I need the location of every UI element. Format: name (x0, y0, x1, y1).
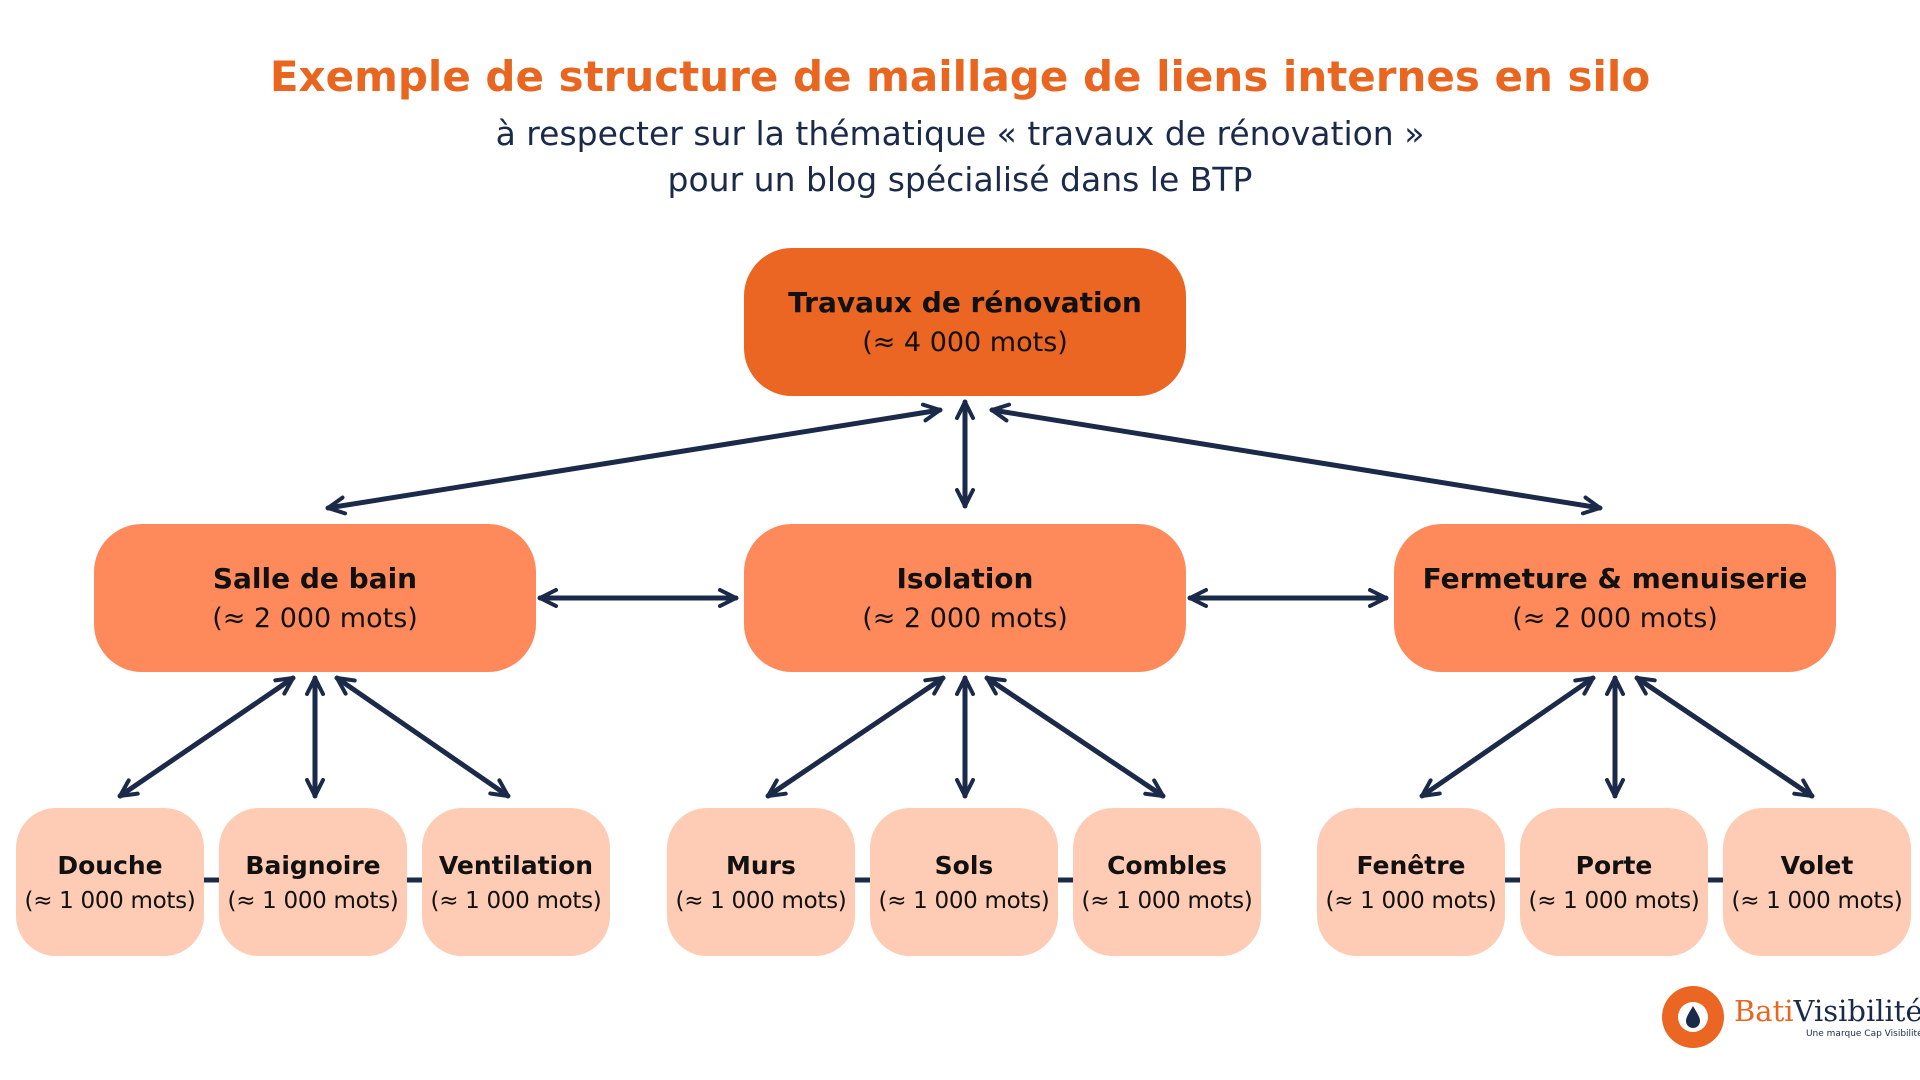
node-combles: Combles (≈ 1 000 mots) (1073, 808, 1261, 956)
node-fenetre: Fenêtre (≈ 1 000 mots) (1317, 808, 1505, 956)
node-name: Murs (726, 850, 796, 880)
node-name: Ventilation (438, 850, 594, 880)
diagram-subtitle-line-1: à respecter sur la thématique « travaux … (495, 114, 1425, 153)
node-word-count: (≈ 1 000 mots) (227, 887, 399, 914)
arrow-fermeture-volet (1634, 675, 1815, 799)
node-volet: Volet (≈ 1 000 mots) (1723, 808, 1911, 956)
brand-name-part-2: Visibilité (1793, 994, 1920, 1028)
diagram-subtitle-line-2: pour un blog spécialisé dans le BTP (667, 160, 1253, 199)
node-word-count: (≈ 2 000 mots) (212, 603, 418, 634)
brand-name-part-1: Bati (1734, 994, 1794, 1028)
arrow-salle-de-bain-douche (117, 675, 296, 799)
node-travaux-de-renovation: Travaux de rénovation (≈ 4 000 mots) (744, 248, 1186, 396)
node-word-count: (≈ 1 000 mots) (24, 887, 196, 914)
node-word-count: (≈ 1 000 mots) (1325, 887, 1497, 914)
brand-name: BatiVisibilité (1734, 995, 1920, 1027)
node-word-count: (≈ 1 000 mots) (675, 887, 847, 914)
node-name: Fenêtre (1356, 850, 1466, 880)
node-name: Douche (57, 850, 163, 880)
node-word-count: (≈ 2 000 mots) (1512, 603, 1718, 634)
node-word-count: (≈ 1 000 mots) (1081, 887, 1253, 914)
arrow-salle-de-bain-ventilation (334, 675, 511, 799)
node-name: Isolation (896, 562, 1034, 595)
node-ventilation: Ventilation (≈ 1 000 mots) (422, 808, 610, 956)
node-douche: Douche (≈ 1 000 mots) (16, 808, 204, 956)
node-name: Volet (1780, 850, 1854, 880)
node-name: Combles (1107, 850, 1227, 880)
brand-logo: BatiVisibilité Une marque Cap Visibilité (1662, 986, 1920, 1048)
arrow-isolation-murs (765, 675, 946, 799)
arrow-fermeture-fenetre (1419, 675, 1596, 799)
node-baignoire: Baignoire (≈ 1 000 mots) (219, 808, 407, 956)
node-fermeture-menuiserie: Fermeture & menuiserie (≈ 2 000 mots) (1394, 524, 1836, 672)
arrow-isolation-combles (984, 675, 1166, 799)
node-sols: Sols (≈ 1 000 mots) (870, 808, 1058, 956)
arrow-root-fermeture (989, 402, 1603, 516)
node-isolation: Isolation (≈ 2 000 mots) (744, 524, 1186, 672)
node-name: Porte (1575, 850, 1653, 880)
node-murs: Murs (≈ 1 000 mots) (667, 808, 855, 956)
arrow-root-salle-de-bain (325, 402, 943, 516)
drop-icon (1662, 986, 1724, 1048)
node-name: Fermeture & menuiserie (1422, 562, 1808, 595)
node-word-count: (≈ 1 000 mots) (878, 887, 1050, 914)
node-word-count: (≈ 2 000 mots) (862, 603, 1068, 634)
node-porte: Porte (≈ 1 000 mots) (1520, 808, 1708, 956)
brand-tagline: Une marque Cap Visibilité (1805, 1029, 1920, 1039)
node-word-count: (≈ 1 000 mots) (430, 887, 602, 914)
node-word-count: (≈ 1 000 mots) (1528, 887, 1700, 914)
node-name: Baignoire (245, 850, 381, 880)
node-name: Salle de bain (212, 562, 418, 595)
node-word-count: (≈ 4 000 mots) (862, 327, 1068, 358)
node-salle-de-bain: Salle de bain (≈ 2 000 mots) (94, 524, 536, 672)
node-name: Travaux de rénovation (788, 286, 1142, 319)
node-name: Sols (934, 850, 994, 880)
diagram-title: Exemple de structure de maillage de lien… (269, 52, 1651, 101)
node-word-count: (≈ 1 000 mots) (1731, 887, 1903, 914)
